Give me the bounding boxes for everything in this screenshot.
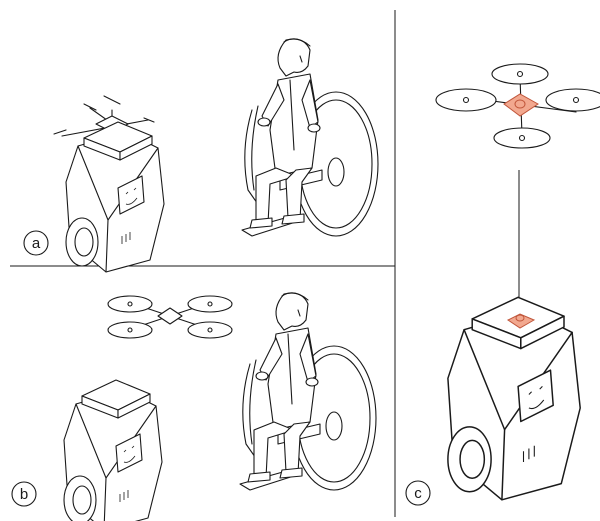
drone-icon <box>435 63 600 149</box>
robot-icon <box>63 379 163 521</box>
panel-label-c: c <box>405 480 431 506</box>
svg-text:b: b <box>20 486 28 503</box>
drone-icon <box>107 295 233 339</box>
svg-text:c: c <box>414 485 422 502</box>
robot-icon <box>447 296 581 501</box>
panel-c: c <box>405 63 600 506</box>
panel-a: a <box>23 38 379 273</box>
wheelchair-user-icon <box>241 38 379 237</box>
wheelchair-user-icon <box>239 292 377 491</box>
panel-label-b: b <box>11 481 37 507</box>
panel-label-a: a <box>23 230 49 256</box>
panel-b: b <box>11 292 377 521</box>
robot-icon <box>65 121 165 273</box>
svg-text:a: a <box>32 235 41 252</box>
